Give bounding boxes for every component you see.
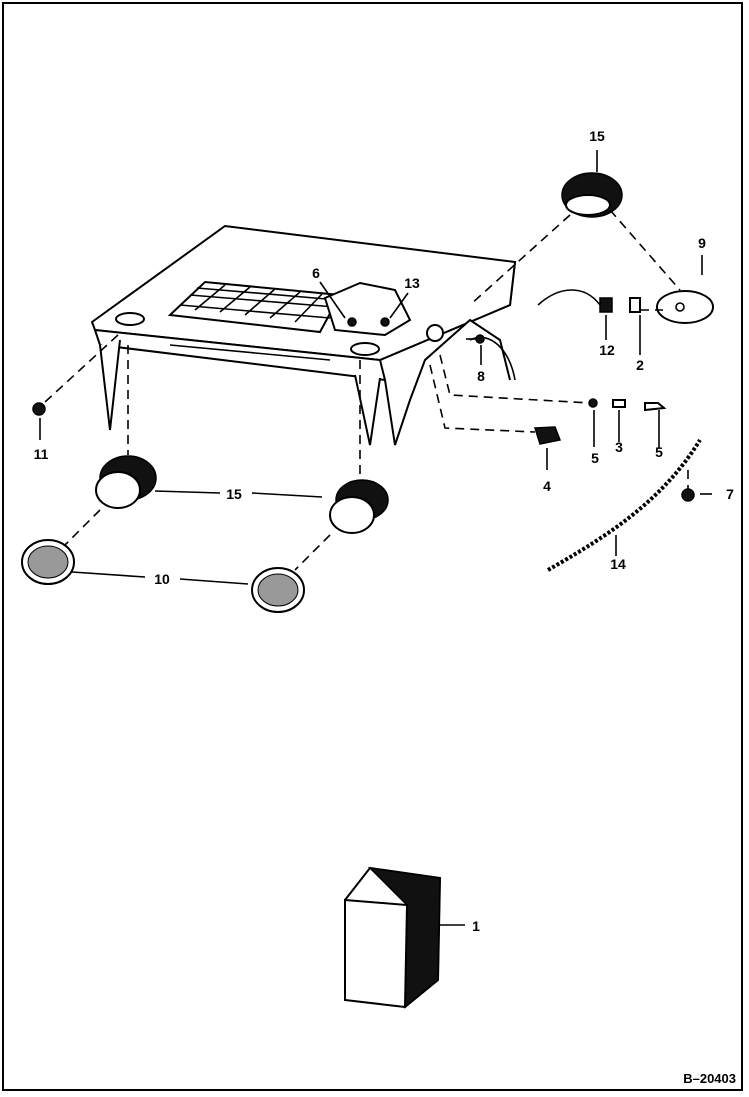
front-lens-right bbox=[251, 567, 305, 613]
callout-11: 11 bbox=[34, 446, 49, 462]
manual-box bbox=[343, 866, 442, 1009]
callout-7: 7 bbox=[726, 486, 734, 502]
connector-b bbox=[644, 402, 667, 412]
callout-4: 4 bbox=[543, 478, 551, 494]
plug-right bbox=[681, 488, 695, 502]
lens-disc bbox=[656, 290, 714, 324]
callout-14: 14 bbox=[610, 556, 626, 572]
connector-a bbox=[588, 398, 598, 408]
front-light-housing-right bbox=[329, 479, 389, 534]
callout-15-front: 15 bbox=[226, 486, 242, 502]
callout-5-right: 5 bbox=[655, 444, 663, 460]
rear-light-housing bbox=[561, 172, 623, 218]
fuse bbox=[612, 399, 626, 408]
screw bbox=[466, 334, 485, 344]
assembly-lines bbox=[44, 209, 689, 571]
plug-left bbox=[32, 402, 46, 416]
callout-12: 12 bbox=[599, 342, 615, 358]
switch bbox=[533, 426, 562, 445]
callout-labels: 15 9 6 13 12 2 8 11 5 3 5 4 15 7 14 10 1 bbox=[34, 128, 735, 934]
callout-1: 1 bbox=[472, 918, 480, 934]
callout-8: 8 bbox=[477, 368, 485, 384]
callout-10: 10 bbox=[154, 571, 170, 587]
callout-5-left: 5 bbox=[591, 450, 599, 466]
callout-6: 6 bbox=[312, 265, 320, 281]
callout-2: 2 bbox=[636, 357, 644, 373]
front-light-housing-left bbox=[95, 455, 157, 509]
roof-grid bbox=[167, 280, 342, 334]
front-lens-left bbox=[21, 539, 75, 585]
canopy-housing bbox=[90, 224, 517, 446]
callout-9: 9 bbox=[698, 235, 706, 251]
callout-15-top: 15 bbox=[589, 128, 605, 144]
callout-13: 13 bbox=[404, 275, 420, 291]
weather-strip bbox=[547, 438, 702, 572]
leader-lines bbox=[39, 150, 712, 926]
callout-3: 3 bbox=[615, 439, 623, 455]
figure-reference: B–20403 bbox=[683, 1071, 736, 1086]
